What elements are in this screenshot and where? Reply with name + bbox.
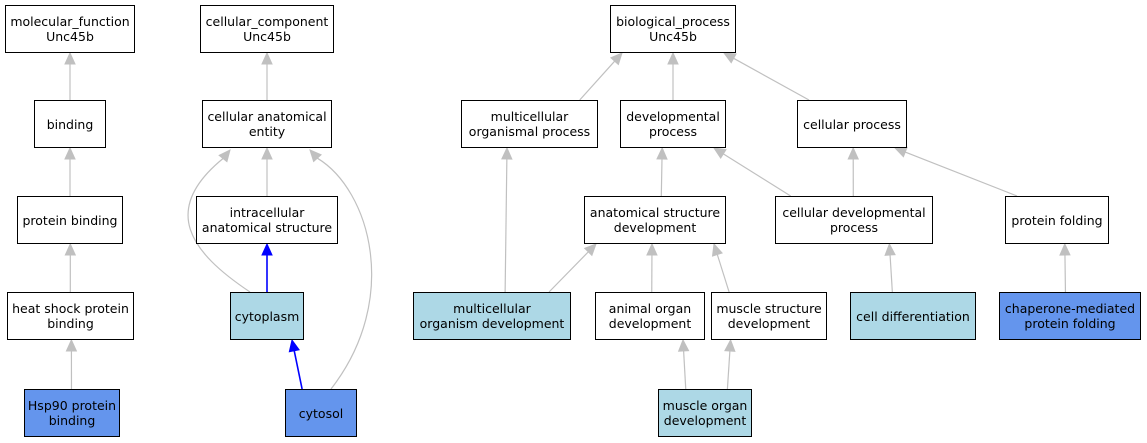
node-label: protein folding	[1011, 212, 1103, 228]
node-label: intracellular anatomical structure	[201, 205, 333, 235]
edge-arrowhead	[711, 242, 723, 257]
node-hsp-binding: heat shock protein binding	[7, 292, 134, 340]
node-muscle-organ-dev: muscle organ development	[658, 389, 752, 437]
edge-arrowhead	[884, 242, 896, 256]
edge-multicell-dev-to-multicell-proc	[504, 158, 508, 293]
edge-arrowhead	[65, 338, 78, 352]
node-hsp90-binding: Hsp90 protein binding	[24, 389, 120, 437]
edge-arrowhead	[309, 149, 322, 163]
node-anat-dev: anatomical structure development	[584, 196, 726, 244]
node-label: cytoplasm	[234, 308, 300, 324]
node-label: cellular developmental process	[782, 205, 926, 235]
edge-arrowhead	[646, 242, 658, 256]
node-protein-folding: protein folding	[1005, 196, 1109, 244]
node-cc-root: cellular_component Unc45b	[200, 5, 334, 53]
node-label: biological_process Unc45b	[616, 14, 730, 44]
node-label: cell differentiation	[856, 308, 970, 324]
node-cell-proc: cellular process	[797, 100, 907, 148]
edge-arrowhead	[64, 51, 76, 65]
edge-arrowhead	[677, 338, 690, 352]
edge-arrowhead	[261, 51, 273, 65]
edge-arrowhead	[64, 146, 76, 160]
node-bp-root: biological_process Unc45b	[610, 5, 736, 53]
edge-muscle-struct-dev-to-anat-dev	[716, 254, 730, 293]
node-cell-dev-proc: cellular developmental process	[775, 196, 933, 244]
edge-arrowhead	[1059, 242, 1071, 256]
node-label: cellular_component Unc45b	[205, 14, 329, 44]
edge-arrowhead	[724, 338, 736, 352]
node-animal-organ-dev: animal organ development	[595, 292, 705, 340]
node-dev-proc: developmental process	[620, 100, 726, 148]
edge-multicell-proc-to-bp-root	[579, 60, 616, 101]
node-binding: binding	[34, 100, 106, 148]
edge-multicell-dev-to-anat-dev	[548, 251, 589, 293]
edge-arrowhead	[722, 52, 737, 64]
edge-arrowhead	[610, 52, 623, 66]
edge-arrowhead	[712, 147, 727, 159]
edge-arrowhead	[893, 146, 908, 158]
node-label: developmental process	[626, 109, 720, 139]
node-label: molecular_function Unc45b	[10, 14, 130, 44]
edge-cytoplasm-to-cell-anat	[187, 158, 251, 293]
edge-muscle-organ-dev-to-animal-organ-dev	[683, 350, 687, 390]
node-label: anatomical structure development	[589, 205, 721, 235]
edge-cell-dev-proc-to-dev-proc	[723, 153, 791, 197]
edge-cell-proc-to-bp-root	[733, 57, 810, 101]
edge-arrowhead	[261, 146, 273, 160]
node-label: muscle organ development	[662, 398, 748, 428]
edge-arrowhead	[847, 146, 860, 160]
node-label: animal organ development	[608, 301, 692, 331]
node-label: multicellular organism development	[419, 301, 565, 331]
edge-protein-folding-to-cell-proc	[905, 151, 1018, 197]
node-intracellular: intracellular anatomical structure	[196, 196, 338, 244]
edge-cytosol-to-cytoplasm	[293, 350, 303, 390]
edge-arrowhead	[501, 146, 513, 160]
node-label: muscle structure development	[716, 301, 822, 331]
edge-anat-dev-to-dev-proc	[660, 158, 663, 197]
node-multicell-dev: multicellular organism development	[413, 292, 571, 340]
node-label: Hsp90 protein binding	[27, 398, 117, 428]
edge-arrowhead	[218, 149, 231, 163]
node-cell-diff: cell differentiation	[850, 292, 976, 340]
edge-arrowhead	[583, 243, 597, 257]
node-chaperone-folding: chaperone-mediated protein folding	[999, 292, 1141, 340]
edge-arrowhead	[656, 146, 668, 160]
edge-arrowhead	[667, 51, 679, 65]
node-protein-binding: protein binding	[17, 196, 123, 244]
edge-arrowhead	[288, 338, 300, 353]
node-label: protein binding	[22, 212, 118, 228]
node-multicell-proc: multicellular organismal process	[461, 100, 598, 148]
node-label: cytosol	[298, 405, 344, 421]
node-label: binding	[46, 116, 94, 132]
node-cell-anat: cellular anatomical entity	[202, 100, 332, 148]
edge-chaperone-folding-to-protein-folding	[1064, 254, 1067, 293]
node-label: cellular anatomical entity	[207, 109, 327, 139]
node-cytoplasm: cytoplasm	[230, 292, 304, 340]
edge-arrowhead	[64, 242, 77, 256]
node-label: heat shock protein binding	[12, 301, 129, 331]
edge-cytosol-to-cell-anat	[317, 157, 373, 390]
node-label: chaperone-mediated protein folding	[1004, 301, 1136, 331]
node-label: multicellular organismal process	[468, 109, 591, 139]
edge-cell-diff-to-cell-dev-proc	[889, 254, 893, 293]
edge-arrowhead	[261, 242, 273, 256]
edge-muscle-organ-dev-to-muscle-struct-dev	[726, 350, 731, 390]
node-cytosol: cytosol	[285, 389, 357, 437]
node-mf-root: molecular_function Unc45b	[5, 5, 135, 53]
node-muscle-struct-dev: muscle structure development	[711, 292, 827, 340]
node-label: cellular process	[803, 116, 901, 132]
